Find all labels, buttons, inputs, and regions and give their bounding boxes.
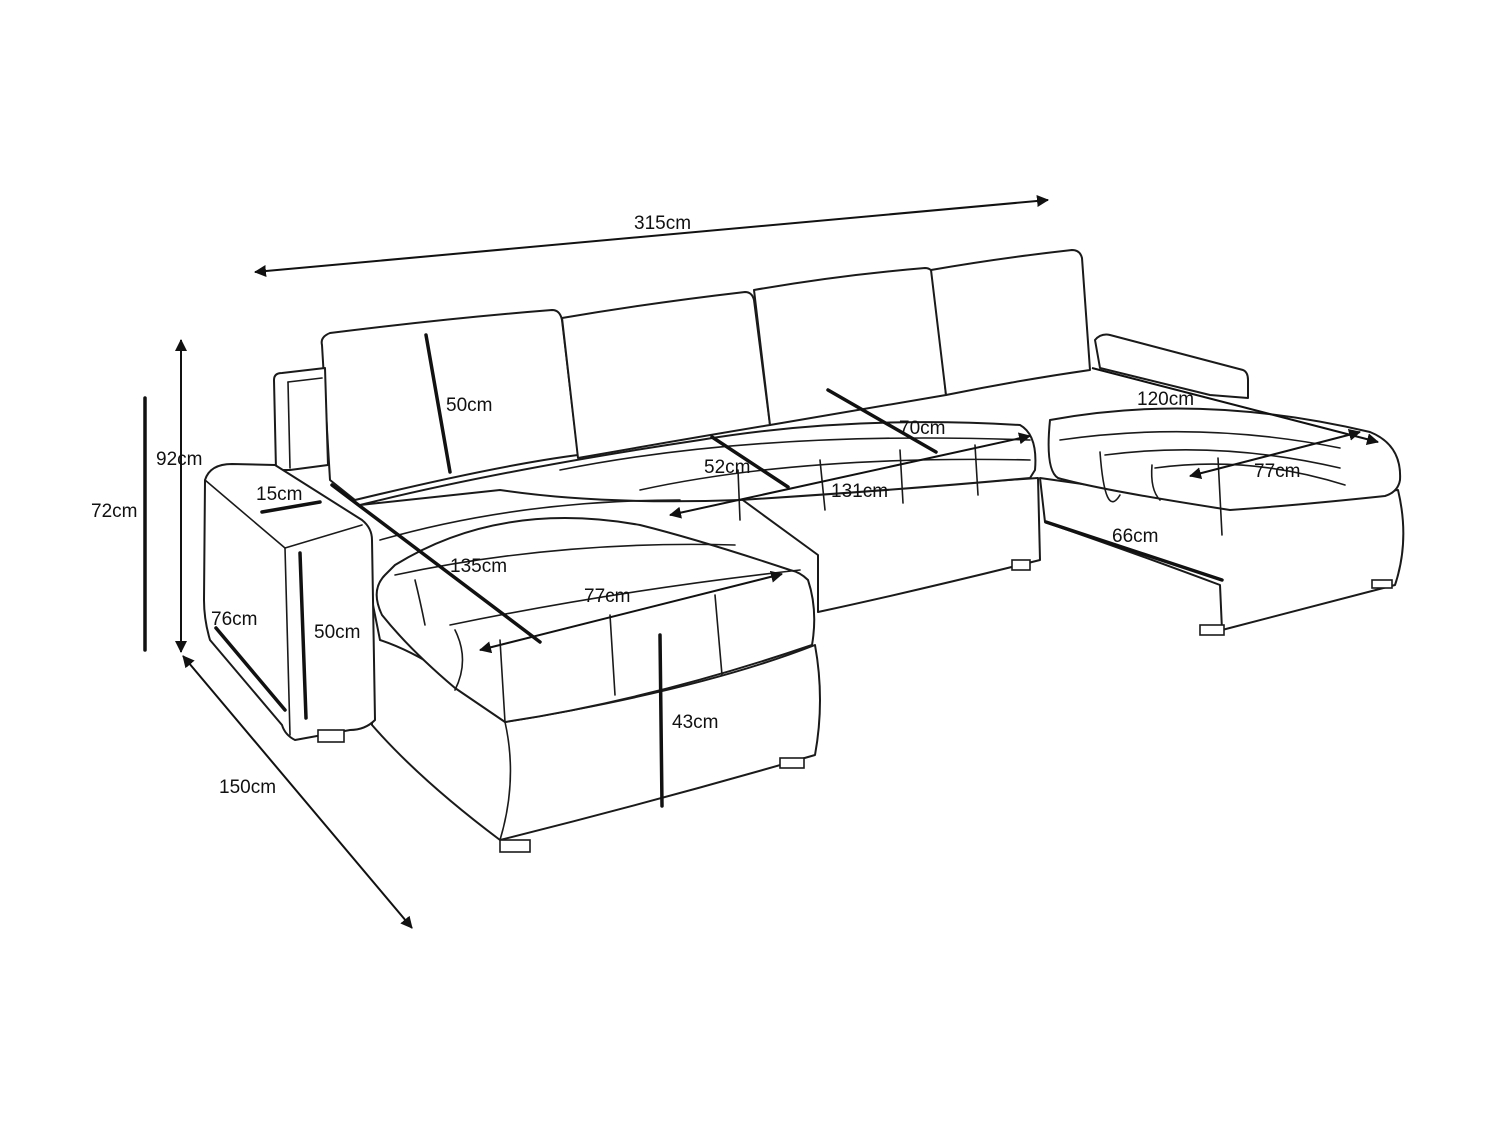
foot-3: [779, 757, 805, 769]
label-chaise-length: 135cm: [450, 556, 507, 577]
right-chaise-seam-1: [1099, 451, 1121, 503]
dim-right-base: [1044, 520, 1224, 582]
label-chaise-width-right: 77cm: [1254, 461, 1300, 482]
dim-middle-width: [669, 432, 1031, 519]
dim-chaise-width-left: [479, 570, 783, 654]
dim-overall-depth: [182, 655, 413, 929]
dim-armrest-height: [298, 551, 308, 720]
dimension-labels: 315cm 92cm 72cm 50cm 15cm 50cm 76cm 135c…: [91, 213, 1300, 798]
left-seat-seam-2: [499, 639, 506, 723]
left-seat-seam-8: [379, 499, 681, 541]
left-chaise-base-front: [499, 721, 512, 841]
right-armrest: [1094, 333, 1249, 399]
left-seat-seam-1: [454, 629, 464, 691]
left-armrest-side: [204, 479, 286, 549]
foot-4: [1011, 559, 1031, 571]
label-overall-width: 315cm: [634, 213, 691, 234]
label-middle-width: 131cm: [831, 481, 888, 502]
label-armrest-width: 15cm: [256, 484, 302, 505]
dim-cushion-height: [424, 333, 452, 474]
label-armrest-height: 50cm: [314, 622, 360, 643]
left-back-frame-inner: [287, 377, 323, 383]
right-chaise-seam-2: [1150, 464, 1161, 501]
foot-5: [1199, 624, 1225, 636]
label-overall-depth: 150cm: [219, 777, 276, 798]
dim-overall-width: [254, 195, 1049, 277]
back-cushion-4: [930, 249, 1091, 396]
left-back-frame-inner-2: [287, 381, 291, 469]
label-right-chaise-length: 120cm: [1137, 389, 1194, 410]
label-chaise-width-left: 77cm: [584, 586, 630, 607]
label-back-height: 72cm: [91, 501, 137, 522]
left-armrest-front: [284, 524, 363, 549]
sofa-drawing: [203, 249, 1405, 853]
label-seat-height: 43cm: [672, 712, 718, 733]
label-back-diag: 70cm: [899, 418, 945, 439]
dim-back-diag: [826, 388, 938, 454]
label-total-height: 92cm: [156, 449, 202, 470]
dim-seat-height: [658, 633, 664, 808]
foot-6: [1371, 579, 1393, 589]
label-cushion-height: 50cm: [446, 395, 492, 416]
dimension-lines: [143, 195, 1379, 929]
back-cushion-2: [561, 291, 771, 459]
dim-armrest-depth: [214, 626, 287, 712]
label-armrest-depth: 76cm: [211, 609, 257, 630]
dim-chaise-width-right: [1189, 428, 1361, 480]
left-seat-seam-5: [414, 579, 426, 626]
left-back-frame: [273, 367, 329, 471]
label-right-base: 66cm: [1112, 526, 1158, 547]
dim-armrest-width: [260, 500, 322, 514]
foot-2: [499, 839, 531, 853]
label-seat-depth: 52cm: [704, 457, 750, 478]
foot-1: [317, 729, 345, 743]
back-cushion-1: [320, 309, 579, 501]
